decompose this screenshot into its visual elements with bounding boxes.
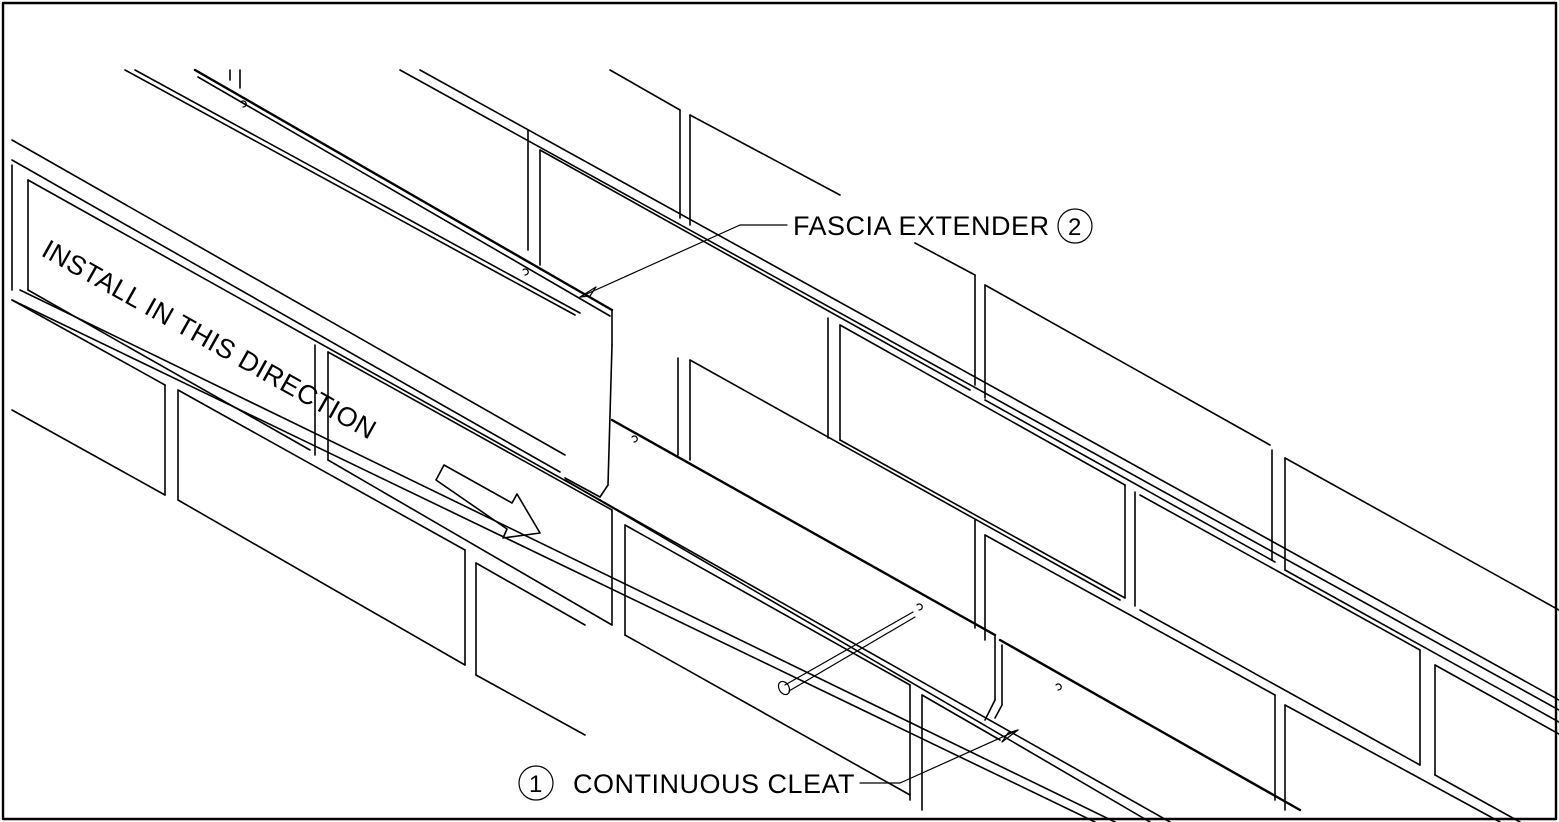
install-direction-label: INSTALL IN THIS DIRECTION (37, 234, 381, 445)
upper-wall-head-joints (229, 69, 1436, 811)
fascia-extender-callout: FASCIA EXTENDER 2 (579, 208, 1093, 298)
upper-wall-brick-courses (124, 69, 1559, 822)
fastener-hole (631, 435, 638, 443)
fascia-extender-label: FASCIA EXTENDER (793, 211, 1050, 241)
item-number-circle (1057, 208, 1093, 244)
fastener-hole (240, 100, 247, 108)
item-number-circle (518, 765, 554, 801)
lower-wall-brick-courses (11, 139, 1171, 822)
install-direction-arrow (435, 464, 541, 539)
fastener-holes (240, 100, 1062, 691)
fascia-extender-item-number: 2 (1068, 214, 1081, 241)
continuous-cleat-item-number: 1 (529, 771, 542, 798)
lower-wall-head-joints (11, 164, 923, 811)
continuous-cleat-label: CONTINUOUS CLEAT (573, 769, 855, 799)
nail-fastener (777, 611, 916, 696)
fastener-hole (522, 268, 529, 276)
continuous-cleat-callout: 1 CONTINUOUS CLEAT (518, 729, 1019, 801)
fascia-extender-panel (193, 68, 1302, 812)
fastener-hole (1055, 683, 1062, 691)
fastener-hole (916, 603, 923, 611)
